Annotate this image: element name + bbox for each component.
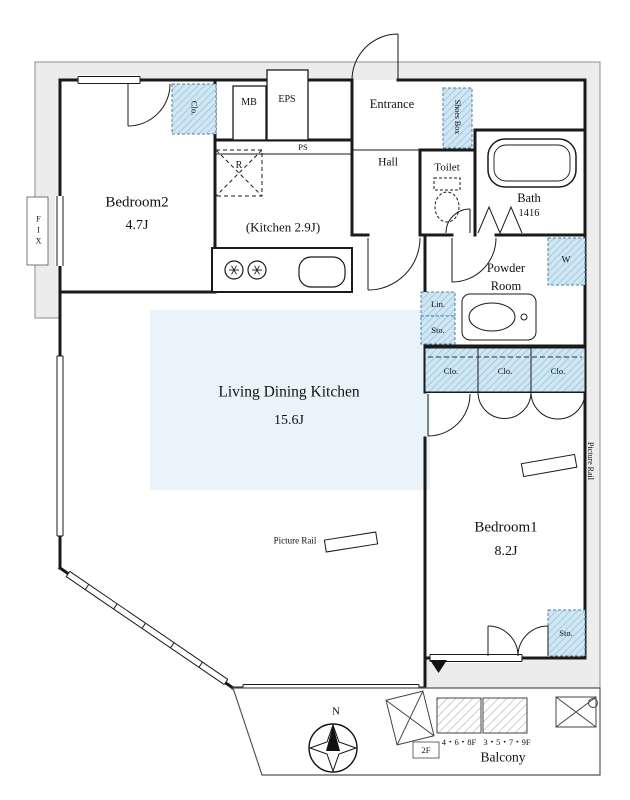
ldk-door-arc — [367, 237, 421, 291]
powder-room-label-2: Room — [490, 278, 522, 293]
door-arcs — [127, 33, 586, 657]
eps-box — [266, 69, 309, 141]
shoes-box — [442, 87, 473, 149]
bath-folding-door — [477, 205, 523, 235]
meter-box — [232, 85, 267, 141]
fix-window-label: FIX — [34, 214, 43, 248]
powder-room-label-1: Powder — [486, 260, 526, 275]
linen-closet — [420, 291, 456, 317]
kitchen-label: (Kitchen 2.9J) — [245, 219, 321, 235]
floor-2f-label: 2F — [421, 744, 431, 755]
closet-scallop-2 — [530, 391, 586, 420]
hall-label: Hall — [378, 156, 398, 169]
bathtub — [487, 138, 577, 188]
closet-3-label: Clo. — [550, 365, 566, 376]
compass-north-label: N — [332, 705, 340, 718]
stove-burner-2 — [247, 260, 267, 280]
bedroom1-double-door-right — [517, 625, 549, 657]
picture-rail-mark-ldk — [323, 531, 379, 553]
balcony-floors-right-label: 3・5・7・9F — [483, 736, 531, 747]
pipe-space-label: PS — [298, 141, 308, 152]
bedroom1-door-arc — [427, 393, 471, 437]
bedroom2-size-label: 4.7J — [125, 218, 149, 233]
eps-label: EPS — [278, 94, 296, 105]
shoes-box-label: Shoes Box — [453, 99, 462, 135]
toilet-door-arc — [445, 208, 471, 234]
washer-space — [547, 237, 586, 286]
balcony-x-box — [555, 696, 597, 728]
linen-label: Lin. — [431, 298, 445, 309]
washbasin — [461, 293, 537, 341]
closet-bedroom2 — [171, 83, 217, 135]
kitchen-sink — [298, 256, 346, 288]
bedroom1-double-door-left — [487, 625, 519, 657]
stove-burner-1 — [224, 260, 244, 280]
hall-storage — [420, 315, 456, 345]
bedroom1-storage-label: Sto. — [559, 627, 573, 638]
closet-scallop-1 — [477, 391, 532, 419]
picture-rail-bedroom1-label: Picture Rail — [586, 442, 595, 480]
balcony-label: Balcony — [480, 749, 526, 765]
toilet-fixture — [433, 177, 461, 223]
entrance-door-arc — [351, 33, 399, 81]
fridge-label: R — [235, 160, 243, 171]
hall-storage-label: Sto. — [431, 324, 445, 335]
closet-bedroom2-label: Clo. — [189, 100, 200, 116]
closet-2-label: Clo. — [497, 365, 513, 376]
balcony-floors-left-label: 4・6・8F — [441, 736, 477, 747]
ldk-size-label: 15.6J — [274, 413, 304, 428]
fix-window — [26, 196, 65, 266]
entrance-label: Entrance — [369, 96, 415, 111]
meter-box-label: MB — [241, 97, 257, 108]
washer-label: W — [561, 255, 571, 266]
direction-triangle — [430, 660, 447, 673]
bath-size-label: 1416 — [518, 207, 540, 219]
bedroom1-storage — [547, 609, 586, 657]
balcony-hatch-box-2 — [482, 697, 528, 734]
ldk-highlight — [150, 310, 430, 490]
bedroom2-label: Bedroom2 — [105, 194, 169, 211]
balcony-corner-circle — [588, 698, 598, 708]
bedroom1-size-label: 8.2J — [494, 544, 518, 559]
balcony-rotated-box — [385, 690, 435, 746]
fridge-space — [215, 149, 263, 197]
bath-label: Bath — [517, 190, 541, 205]
closet-1-label: Clo. — [443, 365, 459, 376]
balcony-hatch-box-1 — [436, 697, 482, 734]
picture-rail-mark-bedroom1 — [520, 453, 578, 478]
powder-room-door-arc — [451, 237, 497, 283]
compass-needle — [326, 725, 340, 751]
ldk-label: Living Dining Kitchen — [218, 383, 360, 401]
compass — [308, 723, 358, 773]
bedroom1-label: Bedroom1 — [474, 519, 538, 536]
closet-row — [424, 347, 586, 393]
bedroom2-closet-door-arc — [127, 83, 171, 127]
floor-2f-box — [412, 741, 440, 759]
kitchen-counter — [211, 247, 353, 293]
toilet-label: Toilet — [434, 161, 460, 174]
picture-rail-ldk-label: Picture Rail — [273, 535, 317, 546]
